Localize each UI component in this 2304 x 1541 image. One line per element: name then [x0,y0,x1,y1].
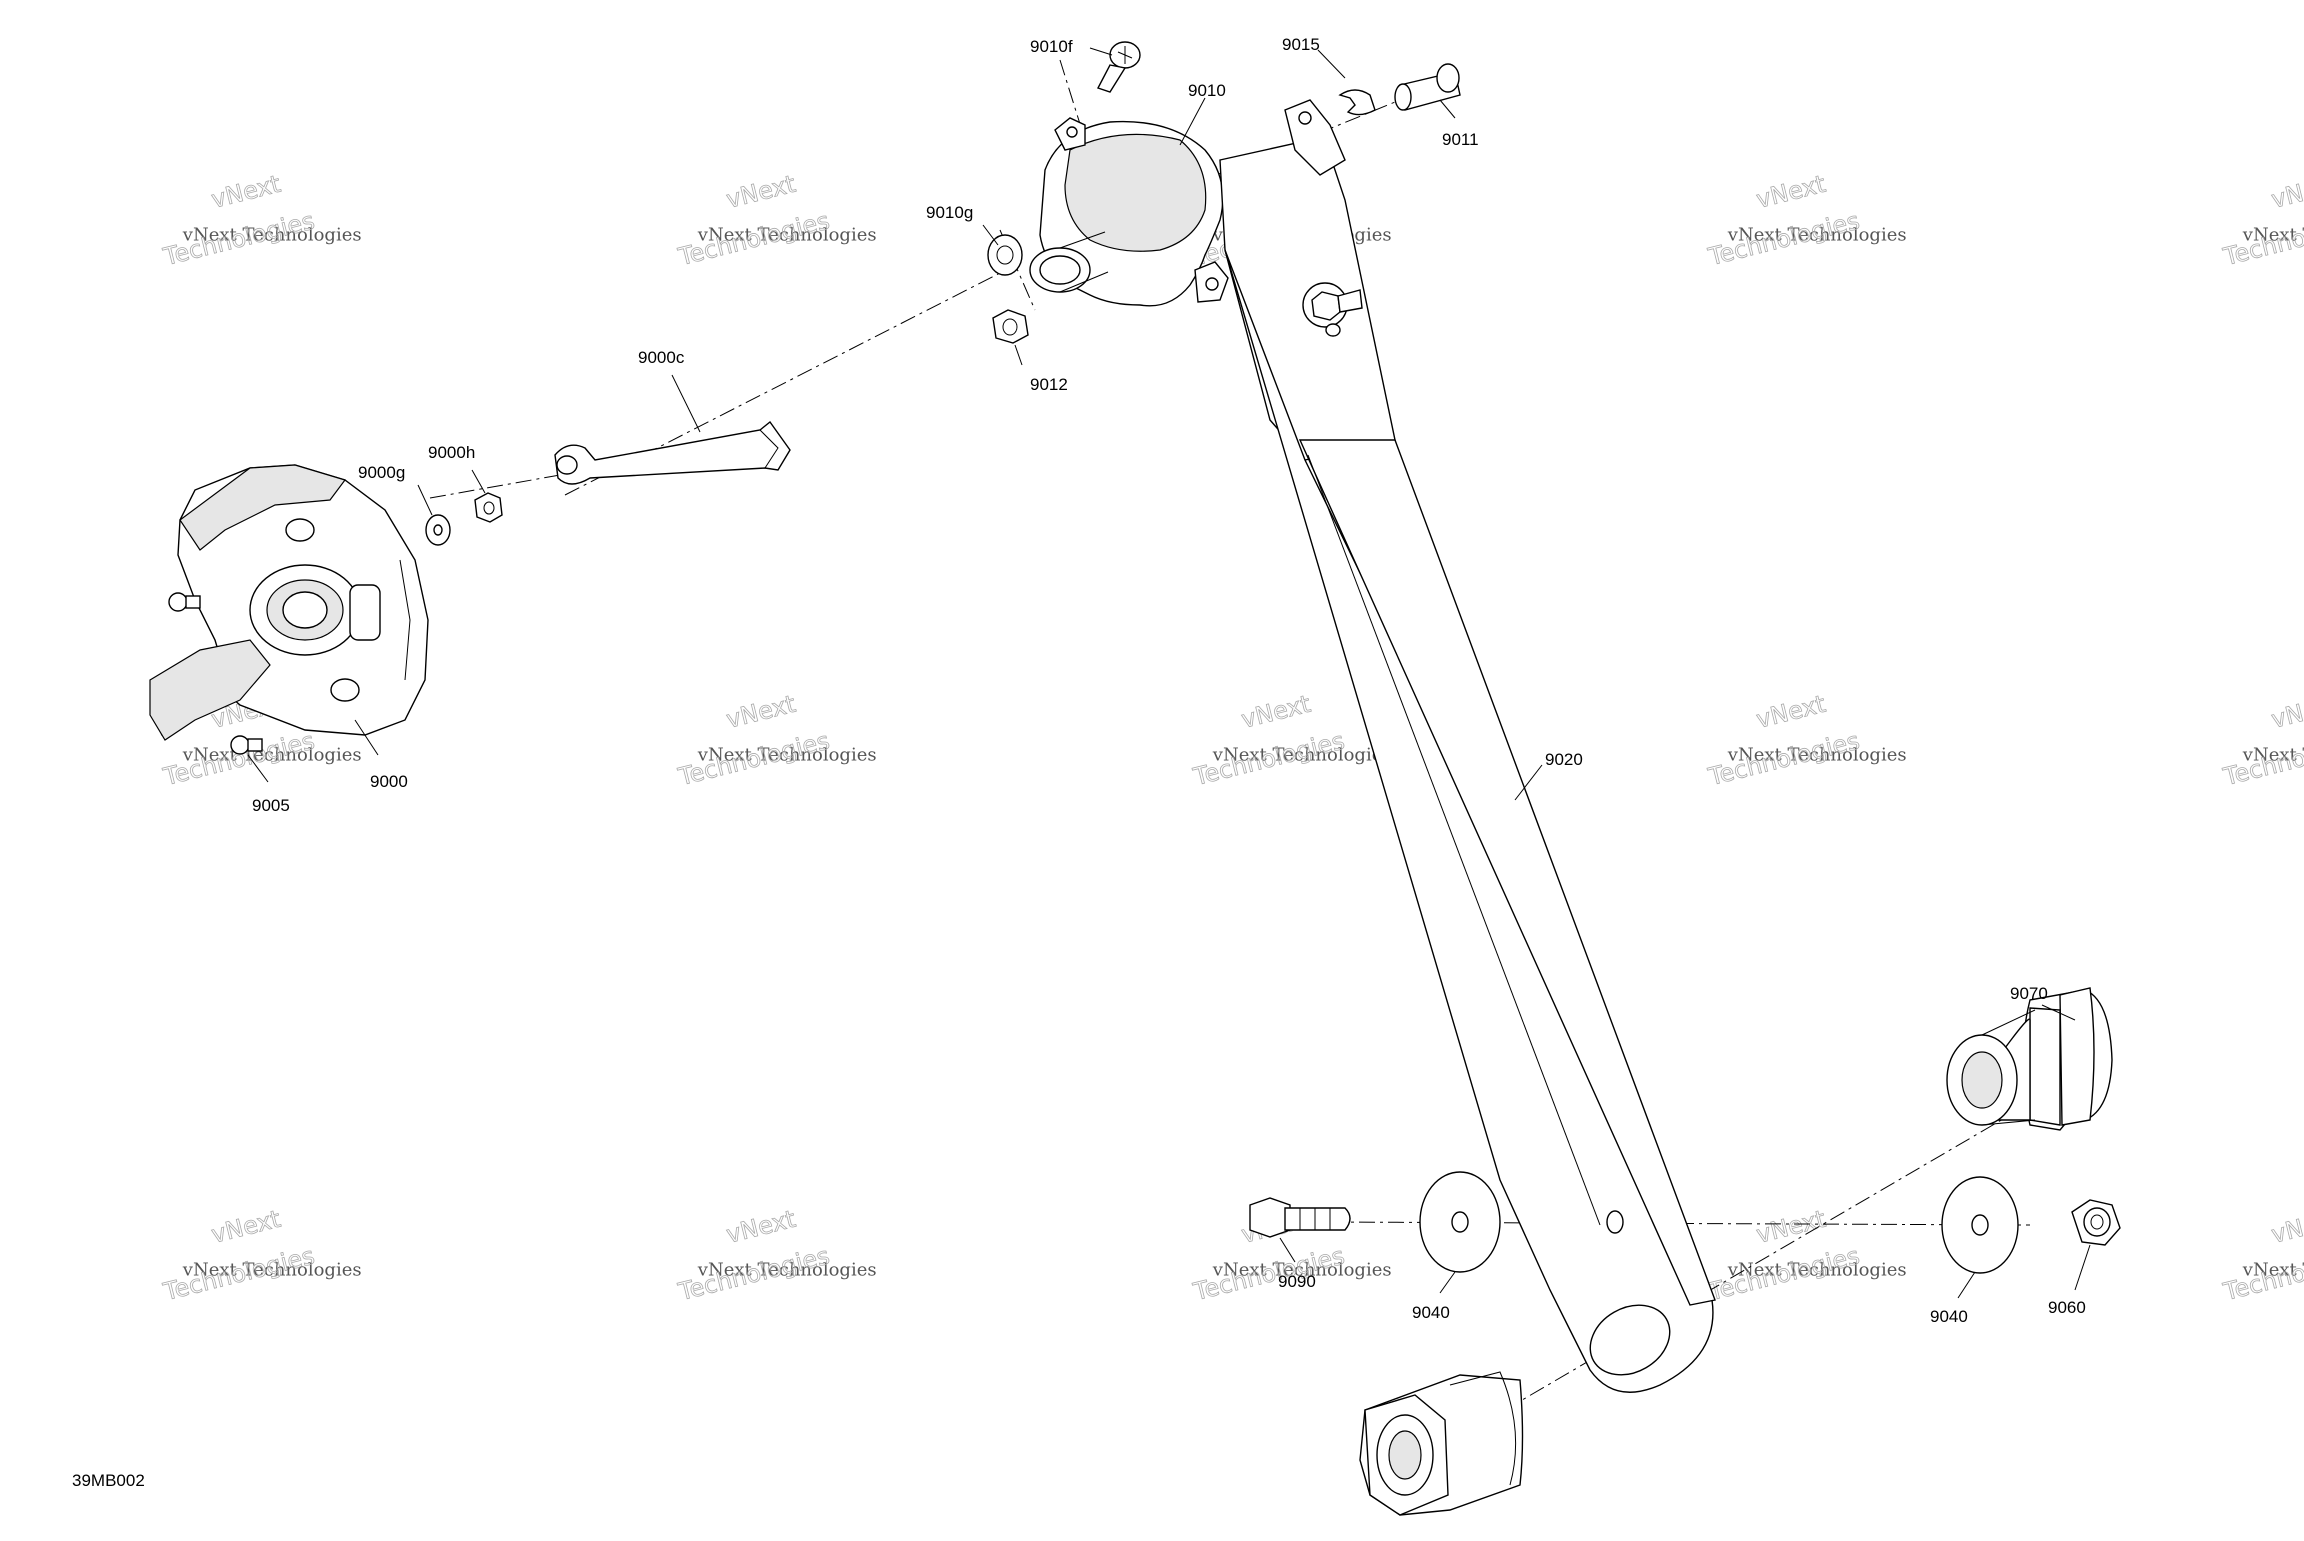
watermark-brand-2: Technologies [1705,207,1862,272]
watermark-brand-2: Technologies [2220,1242,2304,1307]
watermark-text: vNext Technologies [1212,1259,1392,1280]
label-9040-left: 9040 [1412,1303,1450,1322]
watermark-brand: vNext [1754,1205,1829,1249]
label-9000c: 9000c [638,348,685,367]
label-9070: 9070 [2010,984,2048,1003]
label-9005: 9005 [252,796,290,815]
watermark-text: vNext Technologies [2242,224,2304,245]
watermark-brand-2: Technologies [675,727,832,792]
part-9020-arm [1219,99,1716,1393]
watermark-brand-2: Technologies [1190,1242,1347,1307]
part-9010g-cap [987,234,1023,276]
part-9011-pin [1394,63,1461,111]
label-9040-right: 9040 [1930,1307,1968,1326]
part-9040-washer-left [1419,1171,1501,1273]
part-labels: 9010f 9010 9015 9011 9010g 9012 9000c 90… [252,35,2086,1326]
watermark-brand: vNext [2269,170,2304,214]
watermark-text: vNext Technologies [2242,1259,2304,1280]
part-9012-nut [992,309,1029,344]
label-9090: 9090 [1278,1272,1316,1291]
watermark-brand: vNext [724,170,799,214]
watermark-brand: vNext [724,1205,799,1249]
watermark-text: vNext Technologies [182,744,362,765]
watermark-brand: vNext [2269,1205,2304,1249]
part-9000g-washer [425,514,451,546]
watermark-text: vNext Technologies [2242,744,2304,765]
watermark-brand-2: Technologies [1705,727,1862,792]
label-9010: 9010 [1188,81,1226,100]
part-9005-bolts [168,592,263,755]
part-9010f-screw [1096,41,1141,93]
watermark-text: vNext Technologies [182,224,362,245]
label-9020: 9020 [1545,750,1583,769]
label-9010g: 9010g [926,203,973,222]
watermark-brand: vNext [2269,690,2304,734]
lower-bushing [1359,1371,1524,1516]
part-9090-bolt [1249,1197,1351,1238]
watermark-text: vNext Technologies [1727,1259,1907,1280]
watermark-brand: vNext [1239,690,1314,734]
watermark-text: vNext Technologies [1727,744,1907,765]
watermark-brand-2: Technologies [1190,727,1347,792]
drawing-code: 39MB002 [72,1471,145,1490]
watermark-brand: vNext [209,170,284,214]
label-9012: 9012 [1030,375,1068,394]
part-9060-nut [2071,1199,2121,1246]
leader-lines [247,47,2091,1299]
label-9000g: 9000g [358,463,405,482]
watermark-brand-2: Technologies [160,1242,317,1307]
part-9040-washer-right [1941,1176,2019,1274]
label-9060: 9060 [2048,1298,2086,1317]
watermark-brand: vNext [209,1205,284,1249]
label-9015: 9015 [1282,35,1320,54]
watermark-text: vNext Technologies [697,1259,877,1280]
watermark-brand: vNext [724,690,799,734]
label-9000: 9000 [370,772,408,791]
label-9000h: 9000h [428,443,475,462]
part-9015-clip [1338,89,1376,116]
watermark-brand: vNext [1754,690,1829,734]
part-9010-upper-housing [1029,117,1229,307]
watermark-text: vNext Technologies [1212,744,1392,765]
watermark-text: vNext Technologies [697,744,877,765]
label-9010f: 9010f [1030,37,1073,56]
watermark-text: vNext Technologies [182,1259,362,1280]
label-9011: 9011 [1442,130,1479,149]
part-9000c-link-rod [554,420,791,485]
watermark-brand-2: Technologies [1705,1242,1862,1307]
part-9000h-nut [474,492,503,523]
watermark-text: vNext Technologies [697,224,877,245]
watermark-brand-2: Technologies [675,1242,832,1307]
watermark-brand-2: Technologies [160,207,317,272]
watermark-brand-2: Technologies [675,207,832,272]
watermark-text: vNext Technologies [1727,224,1907,245]
part-9000-housing [149,464,429,741]
watermark-brand-2: Technologies [2220,727,2304,792]
watermark-brand: vNext [1754,170,1829,214]
part-9070-bushing [1946,987,2113,1131]
watermark-brand-2: Technologies [2220,207,2304,272]
